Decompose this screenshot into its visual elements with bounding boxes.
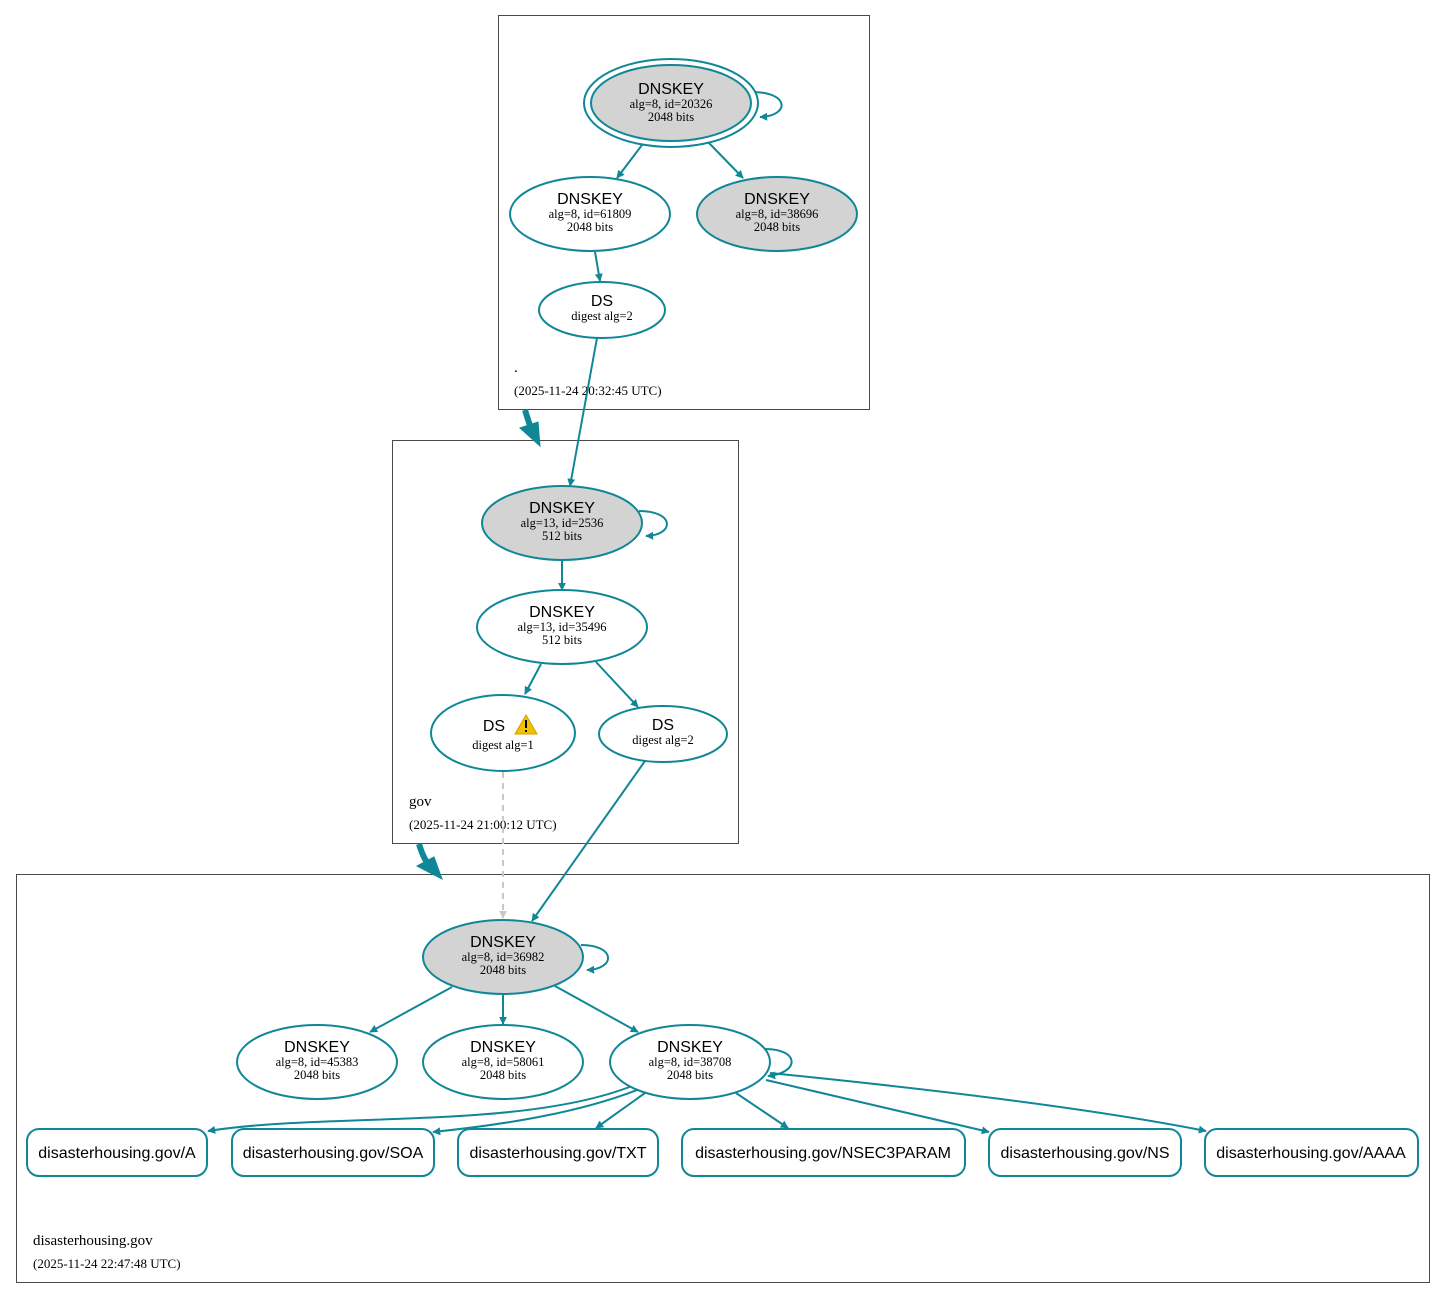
- node-detail-label: alg=13, id=35496: [517, 620, 606, 634]
- node-gov-ksk[interactable]: DNSKEY alg=13, id=2536 512 bits: [481, 485, 643, 561]
- node-detail-label: digest alg=2: [571, 309, 633, 323]
- zone-gov-name: gov: [409, 794, 432, 810]
- node-detail-label: alg=8, id=38708: [649, 1055, 732, 1069]
- node-gov-zsk[interactable]: DNSKEY alg=13, id=35496 512 bits: [476, 589, 648, 665]
- node-type-label: DNSKEY: [470, 1039, 536, 1056]
- edge-gov-ksk-self: [638, 510, 668, 540]
- edge-root-zsk1-to-ds: [594, 251, 603, 282]
- node-dh-zsk-45383[interactable]: DNSKEY alg=8, id=45383 2048 bits: [236, 1024, 398, 1100]
- node-gov-ds-digest2[interactable]: DS digest alg=2: [598, 705, 728, 763]
- node-detail-label: alg=8, id=38696: [736, 207, 819, 221]
- node-root-ds[interactable]: DS digest alg=2: [538, 281, 666, 339]
- node-type-label: DNSKEY: [529, 604, 595, 621]
- rrset-TXT[interactable]: disasterhousing.gov/TXT: [457, 1128, 659, 1177]
- delegation-root-to-gov: [519, 409, 541, 448]
- node-size-label: 2048 bits: [480, 963, 526, 977]
- edge-gov-zsk-to-ds1: [524, 663, 542, 695]
- edge-dh-ksk-to-zsk3: [554, 985, 639, 1033]
- zone-root-name: .: [514, 360, 518, 376]
- node-type-label: DS: [483, 718, 505, 735]
- node-detail-label: digest alg=2: [632, 733, 694, 747]
- node-size-label: 2048 bits: [648, 110, 694, 124]
- edge-zsk3-to-NSEC3PARAM: [735, 1092, 789, 1129]
- node-type-label: DNSKEY: [470, 934, 536, 951]
- edge-root-ksk-self: [751, 91, 783, 121]
- node-size-label: 2048 bits: [480, 1068, 526, 1082]
- node-size-label: 512 bits: [542, 633, 582, 647]
- delegation-gov-to-disasterhousing: [415, 843, 443, 881]
- node-detail-label: alg=8, id=58061: [462, 1055, 545, 1069]
- node-size-label: 2048 bits: [567, 220, 613, 234]
- edge-zsk3-to-NS: [765, 1079, 990, 1135]
- zone-root-box: [498, 15, 870, 410]
- node-type-label: DNSKEY: [529, 500, 595, 517]
- zone-gov: gov (2025-11-24 21:00:12 UTC): [392, 440, 739, 844]
- node-type-label: DNSKEY: [557, 191, 623, 208]
- edge-zsk3-to-SOA: [432, 1089, 638, 1136]
- edge-root-ksk-to-zsk1: [616, 144, 643, 179]
- rrset-label: disasterhousing.gov/AAAA: [1216, 1145, 1406, 1162]
- node-detail-label: alg=8, id=45383: [276, 1055, 359, 1069]
- edge-gov-ds2-to-dh-ksk: [531, 760, 646, 922]
- edge-gov-zsk-to-ds2: [595, 661, 639, 708]
- node-detail-label: alg=8, id=36982: [462, 950, 545, 964]
- node-detail-label: alg=8, id=61809: [549, 207, 632, 221]
- node-size-label: 2048 bits: [667, 1068, 713, 1082]
- node-detail-label: digest alg=1: [472, 738, 534, 752]
- rrset-label: disasterhousing.gov/NS: [1001, 1145, 1170, 1162]
- node-type-label: DNSKEY: [657, 1039, 723, 1056]
- node-type-label: DNSKEY: [744, 191, 810, 208]
- node-root-zsk-61809[interactable]: DNSKEY alg=8, id=61809 2048 bits: [509, 176, 671, 252]
- node-root-zsk-38696[interactable]: DNSKEY alg=8, id=38696 2048 bits: [696, 176, 858, 252]
- rrset-AAAA[interactable]: disasterhousing.gov/AAAA: [1204, 1128, 1419, 1177]
- node-gov-ds-digest1[interactable]: DS digest alg=1: [430, 694, 576, 772]
- rrset-NS[interactable]: disasterhousing.gov/NS: [988, 1128, 1182, 1177]
- node-type-label: DS: [591, 293, 613, 310]
- zone-disasterhousing-timestamp: (2025-11-24 22:47:48 UTC): [33, 1256, 181, 1271]
- rrset-label: disasterhousing.gov/TXT: [470, 1145, 647, 1162]
- rrset-NSEC3PARAM[interactable]: disasterhousing.gov/NSEC3PARAM: [681, 1128, 966, 1177]
- node-type-label: DNSKEY: [284, 1039, 350, 1056]
- node-type-label: DNSKEY: [638, 81, 704, 98]
- edges: [207, 91, 1207, 1136]
- zone-disasterhousing-name: disasterhousing.gov: [33, 1233, 153, 1249]
- edge-root-ksk-to-zsk2: [708, 142, 744, 179]
- node-type-label: DS: [652, 717, 674, 734]
- edge-zsk3-to-TXT: [595, 1092, 646, 1129]
- node-dh-ksk[interactable]: DNSKEY alg=8, id=36982 2048 bits: [422, 919, 584, 995]
- zone-gov-box: [392, 440, 739, 844]
- edge-root-ds-to-gov-ksk: [567, 337, 598, 487]
- rrset-label: disasterhousing.gov/A: [38, 1145, 196, 1162]
- node-root-ksk[interactable]: DNSKEY alg=8, id=20326 2048 bits: [583, 58, 759, 148]
- edge-zsk3-to-A: [207, 1085, 633, 1134]
- rrset-label: disasterhousing.gov/NSEC3PARAM: [695, 1145, 951, 1162]
- zone-gov-timestamp: (2025-11-24 21:00:12 UTC): [409, 817, 557, 832]
- node-size-label: 2048 bits: [754, 220, 800, 234]
- rrset-A[interactable]: disasterhousing.gov/A: [26, 1128, 208, 1177]
- node-detail-label: alg=13, id=2536: [521, 516, 604, 530]
- node-dh-zsk-38708[interactable]: DNSKEY alg=8, id=38708 2048 bits: [609, 1024, 771, 1100]
- warning-icon: [514, 714, 538, 735]
- node-size-label: 2048 bits: [294, 1068, 340, 1082]
- zone-disasterhousing: disasterhousing.gov (2025-11-24 22:47:48…: [16, 874, 1430, 1283]
- edge-dh-ksk-self: [580, 944, 609, 974]
- node-dh-zsk-58061[interactable]: DNSKEY alg=8, id=58061 2048 bits: [422, 1024, 584, 1100]
- node-size-label: 512 bits: [542, 529, 582, 543]
- rrset-SOA[interactable]: disasterhousing.gov/SOA: [231, 1128, 435, 1177]
- edge-zsk3-to-AAAA: [769, 1072, 1207, 1134]
- node-detail-label: alg=8, id=20326: [630, 97, 713, 111]
- edge-dh-ksk-to-zsk1: [369, 986, 453, 1033]
- zone-disasterhousing-box: [16, 874, 1430, 1283]
- rrset-label: disasterhousing.gov/SOA: [243, 1145, 424, 1162]
